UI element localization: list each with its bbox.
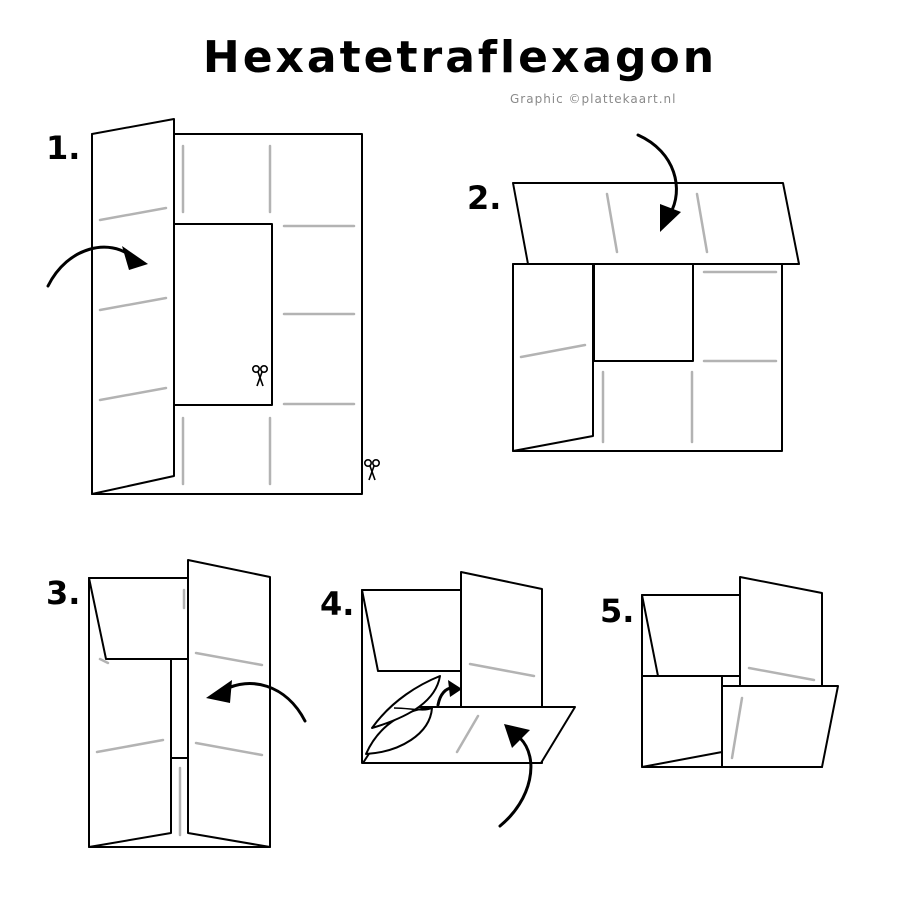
bottom-right-flap (721, 685, 839, 768)
credit-text: Graphic ©plattekaart.nl (510, 92, 677, 106)
tucked-corner (365, 675, 441, 755)
step-5-diagram (641, 576, 839, 768)
fold-arrow (206, 680, 307, 723)
step-1-diagram (46, 118, 381, 495)
left-lower-flap (641, 675, 723, 768)
fold-arrow (498, 724, 533, 828)
fold-arrow (46, 245, 148, 288)
tuck-arrow (436, 680, 462, 707)
top-flap (88, 577, 189, 660)
folding-flap (91, 118, 175, 495)
flap-crease-lines (98, 206, 168, 402)
step-2-diagram (512, 133, 800, 452)
crease-lines (601, 270, 778, 444)
right-flap (187, 559, 271, 848)
page-title: Hexatetraflexagon (202, 32, 718, 83)
step-2-number: 2. (467, 179, 502, 217)
cut-out-window (172, 223, 273, 406)
top-flap (641, 594, 741, 677)
top-flap (512, 182, 800, 265)
flap-crease-lines (605, 192, 709, 254)
step-5-number: 5. (600, 592, 635, 630)
step-1-number: 1. (46, 129, 81, 167)
step-4-diagram (361, 571, 576, 828)
step-3-diagram (88, 559, 307, 848)
right-flap (460, 571, 543, 708)
crease-lines (181, 144, 356, 486)
flap-crease-lines (194, 651, 264, 757)
flap-crease-lines (455, 714, 480, 754)
step-4-number: 4. (320, 585, 355, 623)
step-3-number: 3. (46, 574, 81, 612)
window (593, 263, 694, 362)
top-flap (361, 589, 462, 672)
fold-arrow (636, 133, 681, 232)
scissors-icon (363, 458, 381, 481)
